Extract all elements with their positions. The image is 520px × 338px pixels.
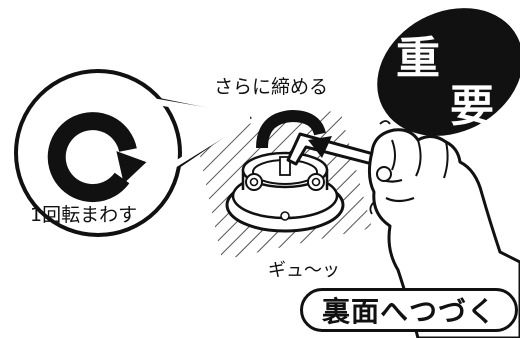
clockwise-rotation-arrow-icon (256, 109, 332, 158)
hand-illustration (367, 110, 520, 338)
fitting-fixture (225, 151, 345, 233)
squeak-sound-label: ギュ〜ッ (268, 260, 340, 281)
continue-on-back-label: 裏面へつづく (321, 295, 496, 328)
rotate-once-arrow-icon (47, 112, 147, 203)
continue-on-back-button[interactable]: 裏面へつづく (300, 288, 518, 332)
badge-char-important-1: 重 (396, 33, 440, 84)
rotation-callout (14, 69, 252, 237)
badge-char-important-2: 要 (450, 81, 494, 132)
important-badge (377, 8, 520, 136)
turn-once-label: 1回転まわす (30, 204, 138, 226)
tighten-more-label: さらに締める (214, 76, 329, 98)
